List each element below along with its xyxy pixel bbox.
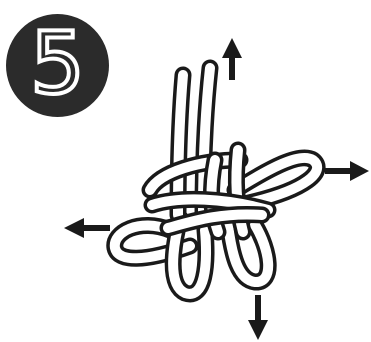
arrow-down-icon (248, 295, 268, 340)
arrow-up-icon (222, 38, 242, 80)
knot-cords (115, 68, 317, 294)
arrow-left-icon (64, 218, 110, 238)
arrow-right-icon (325, 161, 369, 181)
